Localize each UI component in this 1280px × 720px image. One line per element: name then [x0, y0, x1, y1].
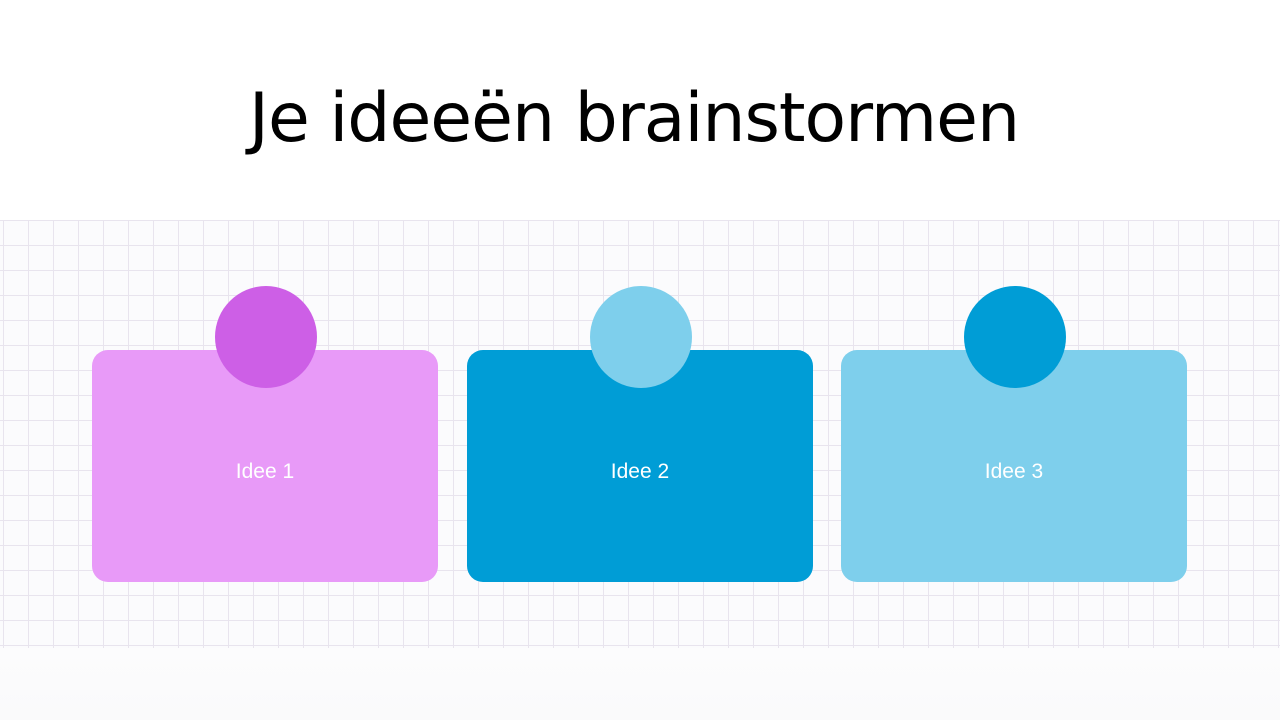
idea-card-3-label: Idee 3 — [984, 460, 1044, 483]
bottom-area — [0, 648, 1280, 720]
idea-card-1: Idee 1 — [92, 350, 438, 582]
idea-card-1-label: Idee 1 — [235, 460, 295, 483]
slide-title: Je ideeën brainstormen — [248, 79, 1020, 158]
idea-card-2-label: Idee 2 — [610, 460, 670, 483]
idea-card-3: Idee 3 — [841, 350, 1187, 582]
idea-card-2: Idee 2 — [467, 350, 813, 582]
idea-circle-2 — [590, 286, 692, 388]
idea-circle-1 — [215, 286, 317, 388]
idea-circle-3 — [964, 286, 1066, 388]
